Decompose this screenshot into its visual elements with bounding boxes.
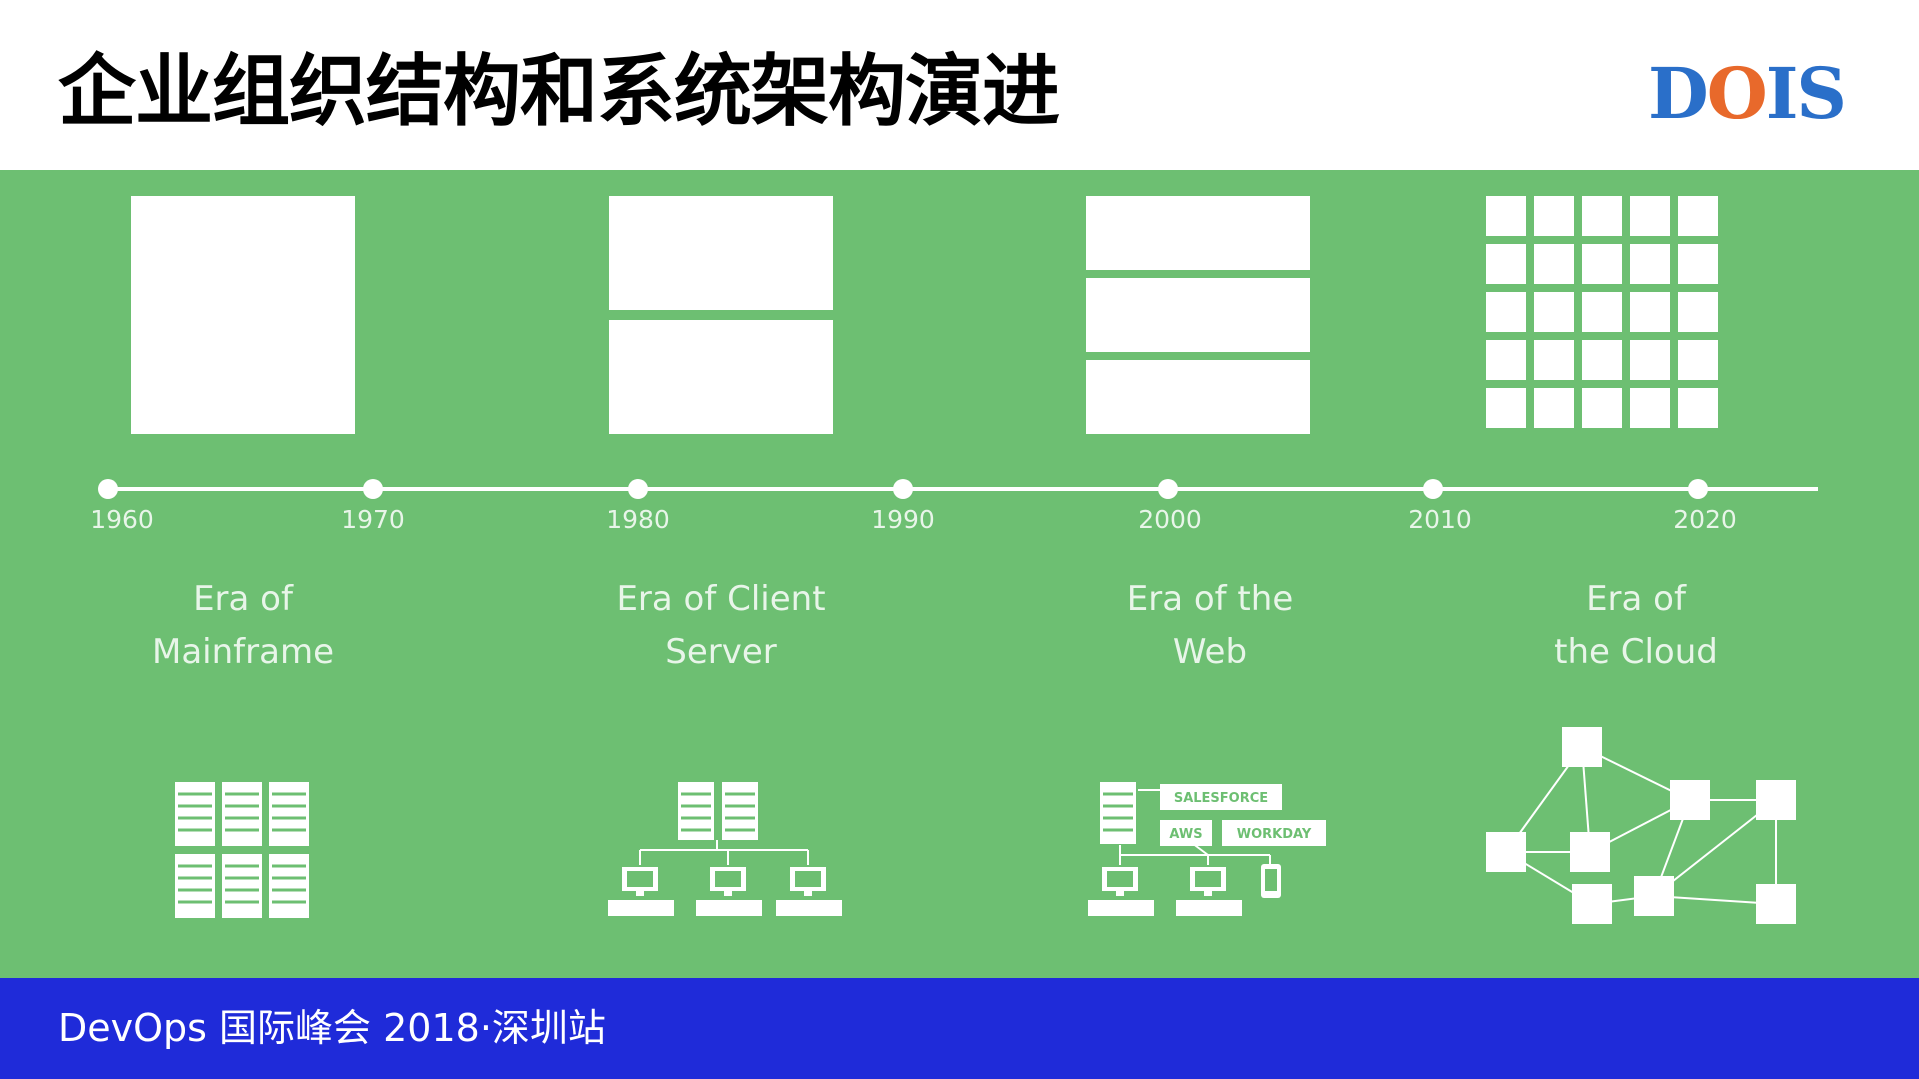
workday-box xyxy=(1222,820,1326,846)
year-label: 2010 xyxy=(1408,505,1472,534)
timeline-dot xyxy=(628,479,648,499)
logo-d: D xyxy=(1648,52,1709,135)
era-label-line2: Mainframe xyxy=(152,632,334,672)
mainframe-block xyxy=(131,196,355,434)
era-label-line1: Era of xyxy=(1586,579,1687,619)
client-server-block-bottom xyxy=(609,320,833,434)
timeline-dot xyxy=(893,479,913,499)
year-label: 1960 xyxy=(90,505,154,534)
year-label: 1990 xyxy=(871,505,935,534)
salesforce-box xyxy=(1160,784,1282,810)
era-label-line2: the Cloud xyxy=(1554,632,1718,672)
timeline-dot xyxy=(363,479,383,499)
logo-o: O xyxy=(1706,52,1768,135)
cloud-network-icon xyxy=(1486,727,1796,924)
web-block-3 xyxy=(1086,360,1310,434)
year-label: 1980 xyxy=(606,505,670,534)
diagram-area: 1960 1970 1980 1990 2000 2010 2020 Era o… xyxy=(0,170,1919,978)
mainframe-servers-icon xyxy=(175,782,309,918)
header: 企业组织结构和系统架构演进 DOIS xyxy=(0,0,1919,170)
era-label-line2: Web xyxy=(1173,632,1247,672)
timeline-dot xyxy=(1688,479,1708,499)
page-title: 企业组织结构和系统架构演进 xyxy=(58,47,1060,137)
timeline-dot xyxy=(1423,479,1443,499)
salesforce-label: SALESFORCE xyxy=(1174,791,1268,806)
architecture-blocks xyxy=(131,196,1718,434)
workday-label: WORKDAY xyxy=(1237,827,1312,842)
era-label-line1: Era of Client xyxy=(616,579,825,619)
web-block-2 xyxy=(1086,278,1310,352)
aws-box xyxy=(1160,820,1212,846)
era-label-line1: Era of xyxy=(193,579,294,619)
dois-logo: DOIS xyxy=(1648,52,1847,136)
year-label: 2000 xyxy=(1138,505,1202,534)
year-label: 1970 xyxy=(341,505,405,534)
footer-event-name: DevOps 国际峰会 2018·深圳站 xyxy=(58,1006,606,1050)
architecture-evolution-diagram: 1960 1970 1980 1990 2000 2010 2020 Era o… xyxy=(90,196,1818,924)
client-server-block-top xyxy=(609,196,833,310)
era-labels: Era of Mainframe Era of Client Server Er… xyxy=(152,579,1718,672)
aws-label: AWS xyxy=(1169,827,1202,842)
year-label: 2020 xyxy=(1673,505,1737,534)
cloud-grid xyxy=(1486,196,1718,428)
web-block-1 xyxy=(1086,196,1310,270)
timeline-years: 1960 1970 1980 1990 2000 2010 2020 xyxy=(90,505,1737,534)
era-label-line2: Server xyxy=(665,632,777,672)
footer-bar: DevOps 国际峰会 2018·深圳站 xyxy=(0,978,1919,1079)
era-label-line1: Era of the xyxy=(1127,579,1293,619)
timeline-dots xyxy=(98,479,1708,499)
timeline-dot xyxy=(1158,479,1178,499)
timeline-dot xyxy=(98,479,118,499)
client-server-icon xyxy=(608,782,842,916)
web-era-icon: SALESFORCE AWS WORKDAY xyxy=(1088,782,1326,916)
logo-is: IS xyxy=(1765,52,1847,135)
